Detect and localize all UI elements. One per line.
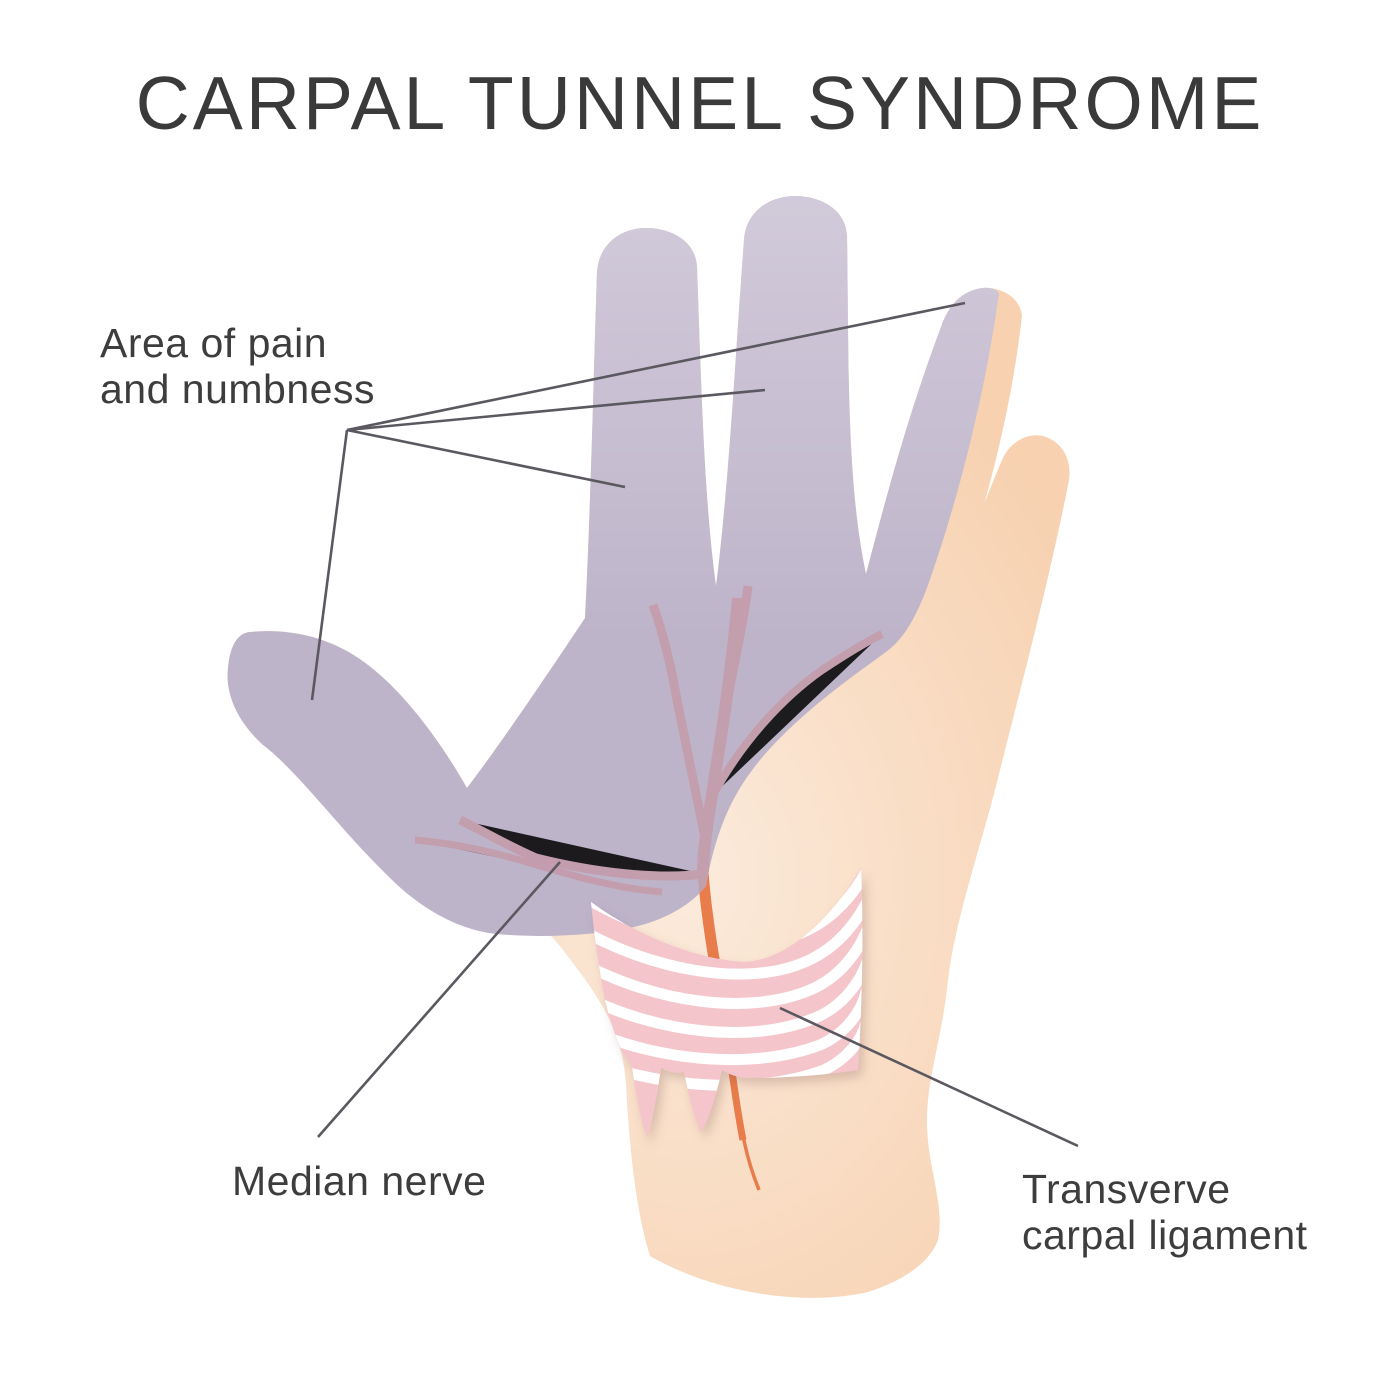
label-area-line2: and numbness: [100, 366, 375, 412]
leader-lines: [310, 301, 1079, 1148]
label-carpal-ligament: Transverve carpal ligament: [1022, 1166, 1308, 1258]
leader-line-ligament: [779, 1006, 1079, 1148]
label-area-line1: Area of pain: [100, 320, 328, 366]
label-area-of-pain: Area of pain and numbness: [100, 320, 375, 412]
ligament-stripe: [591, 892, 863, 980]
ligament-stripe: [591, 924, 863, 1009]
leader-line-middle-finger: [346, 388, 766, 432]
ligament-stripe: [591, 956, 863, 1038]
leader-line-index-finger: [346, 428, 626, 489]
leader-line-ring-finger: [346, 301, 966, 432]
label-median-nerve: Median nerve: [232, 1158, 487, 1204]
ligament-stripe: [591, 986, 863, 1066]
label-ligament-line1: Transverve: [1022, 1166, 1231, 1212]
page-title: CARPAL TUNNEL SYNDROME: [135, 61, 1265, 145]
leader-line-median-nerve: [317, 861, 561, 1138]
leader-line-thumb: [310, 429, 349, 701]
label-ligament-line2: carpal ligament: [1022, 1212, 1308, 1258]
